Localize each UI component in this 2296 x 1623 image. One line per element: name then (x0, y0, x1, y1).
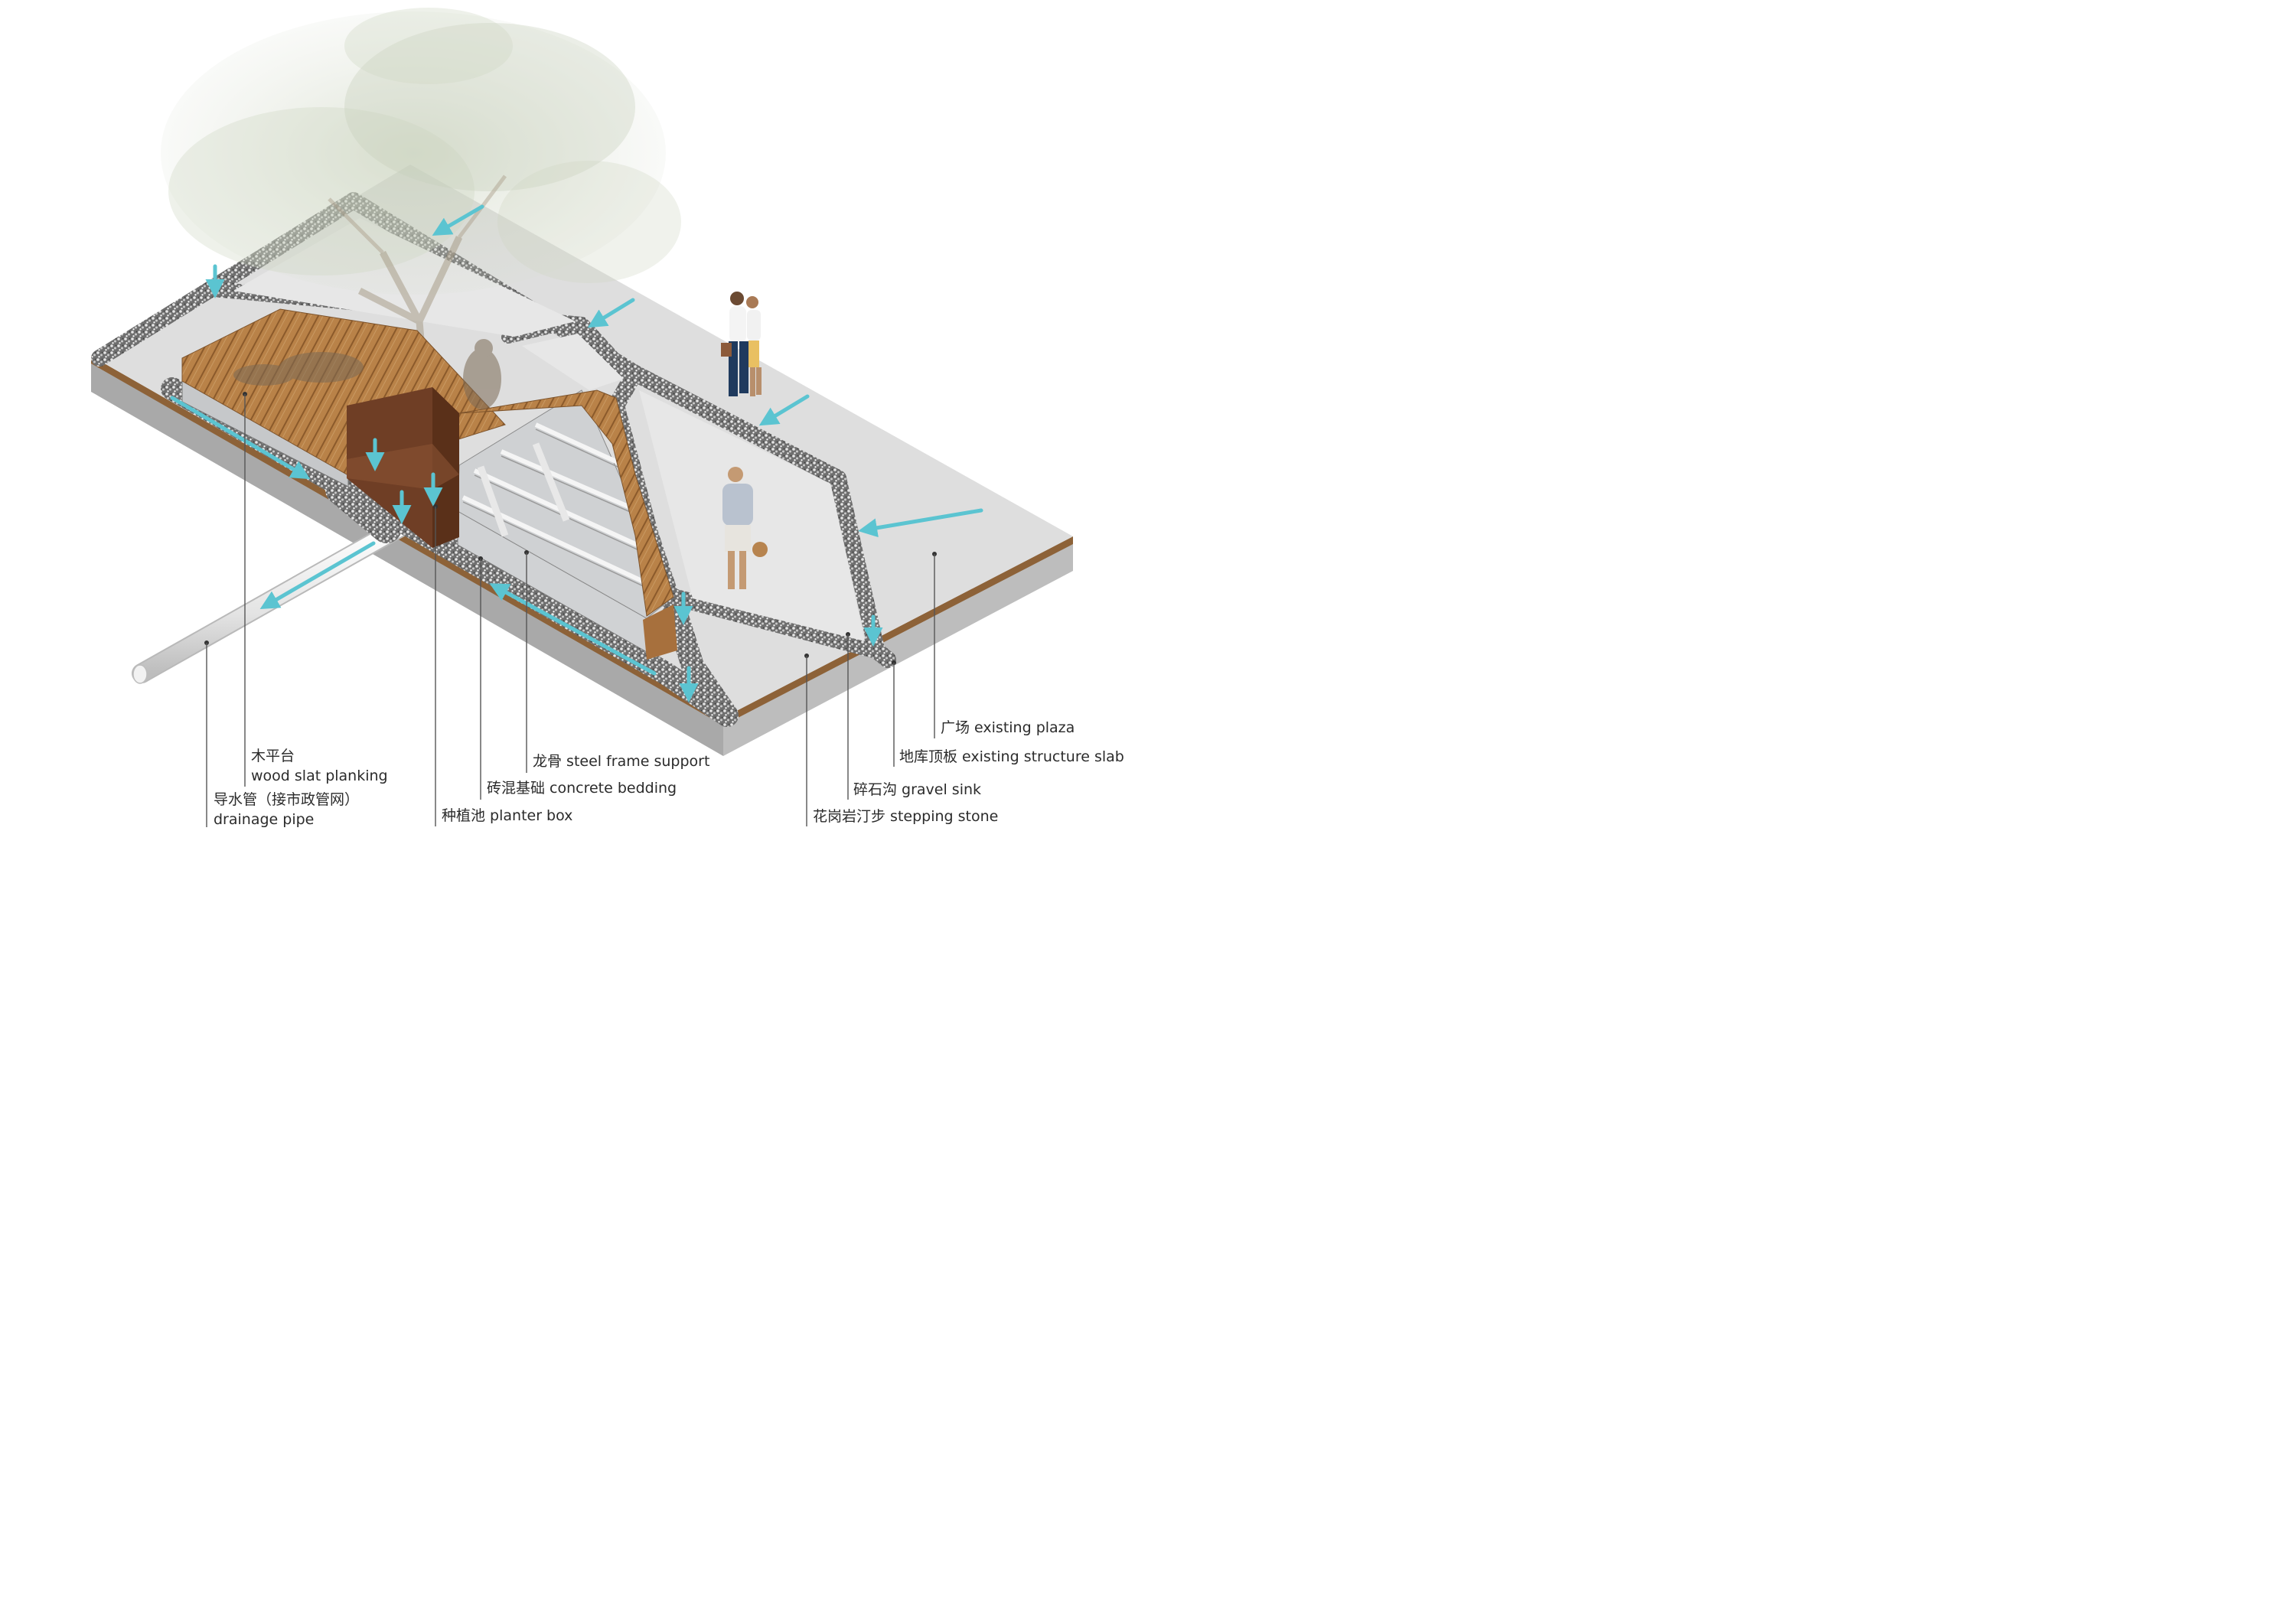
label-stepping-stone-text: 花岗岩汀步 stepping stone (813, 808, 999, 825)
label-drainage-pipe-zh: 导水管（接市政管网） (214, 791, 360, 808)
water-flow-arrows (170, 204, 983, 703)
label-drainage-pipe: 导水管（接市政管网） drainage pipe (214, 790, 359, 829)
label-concrete-bedding-text: 砖混基础 concrete bedding (487, 780, 677, 797)
leader-stepping-stone (804, 653, 809, 826)
planter-deck-axonometric: 木平台 wood slat planking 导水管（接市政管网） draina… (0, 0, 1199, 851)
label-stepping-stone: 花岗岩汀步 stepping stone (813, 807, 998, 826)
leader-existing-plaza (932, 552, 937, 738)
label-wood-slat-en: wood slat planking (251, 768, 388, 784)
flow-arrow (587, 298, 635, 328)
people-silhouettes (233, 292, 768, 589)
label-steel-frame-support: 龙骨 steel frame support (533, 751, 709, 771)
label-steel-frame-text: 龙骨 steel frame support (533, 753, 710, 770)
label-existing-plaza-text: 广场 existing plaza (941, 719, 1075, 736)
leader-gravel-sink (846, 632, 850, 800)
leader-wood-slat (243, 392, 247, 787)
tree-canopy (161, 8, 681, 429)
label-drainage-pipe-en: drainage pipe (214, 811, 315, 828)
steel-frame-support (457, 389, 674, 619)
flow-arrow (259, 541, 376, 610)
leader-planter-box (433, 504, 438, 826)
axonometric-drawing (91, 8, 1073, 827)
label-wood-slat-zh: 木平台 (251, 748, 295, 764)
flow-arrow (432, 204, 484, 236)
label-wood-slat-planking: 木平台 wood slat planking (251, 746, 388, 786)
flow-arrow (858, 508, 983, 538)
label-gravel-sink: 碎石沟 gravel sink (853, 780, 981, 800)
existing-structure-slab (91, 356, 1073, 756)
label-structure-slab-text: 地库顶板 existing structure slab (899, 748, 1124, 765)
label-planter-box: 种植池 planter box (442, 806, 572, 826)
label-existing-plaza: 广场 existing plaza (941, 718, 1075, 738)
label-planter-box-text: 种植池 planter box (442, 807, 573, 824)
leader-concrete-bedding (478, 556, 483, 800)
flow-arrow (170, 396, 311, 480)
label-concrete-bedding: 砖混基础 concrete bedding (487, 778, 677, 798)
flow-arrow (758, 394, 810, 426)
label-gravel-sink-text: 碎石沟 gravel sink (853, 781, 982, 798)
leader-steel-frame (524, 550, 529, 773)
leader-structure-slab (892, 660, 896, 767)
label-existing-structure-slab: 地库顶板 existing structure slab (899, 747, 1124, 767)
flow-arrow (489, 583, 657, 676)
leader-lines (204, 392, 937, 827)
leader-drainage-pipe (204, 640, 209, 827)
